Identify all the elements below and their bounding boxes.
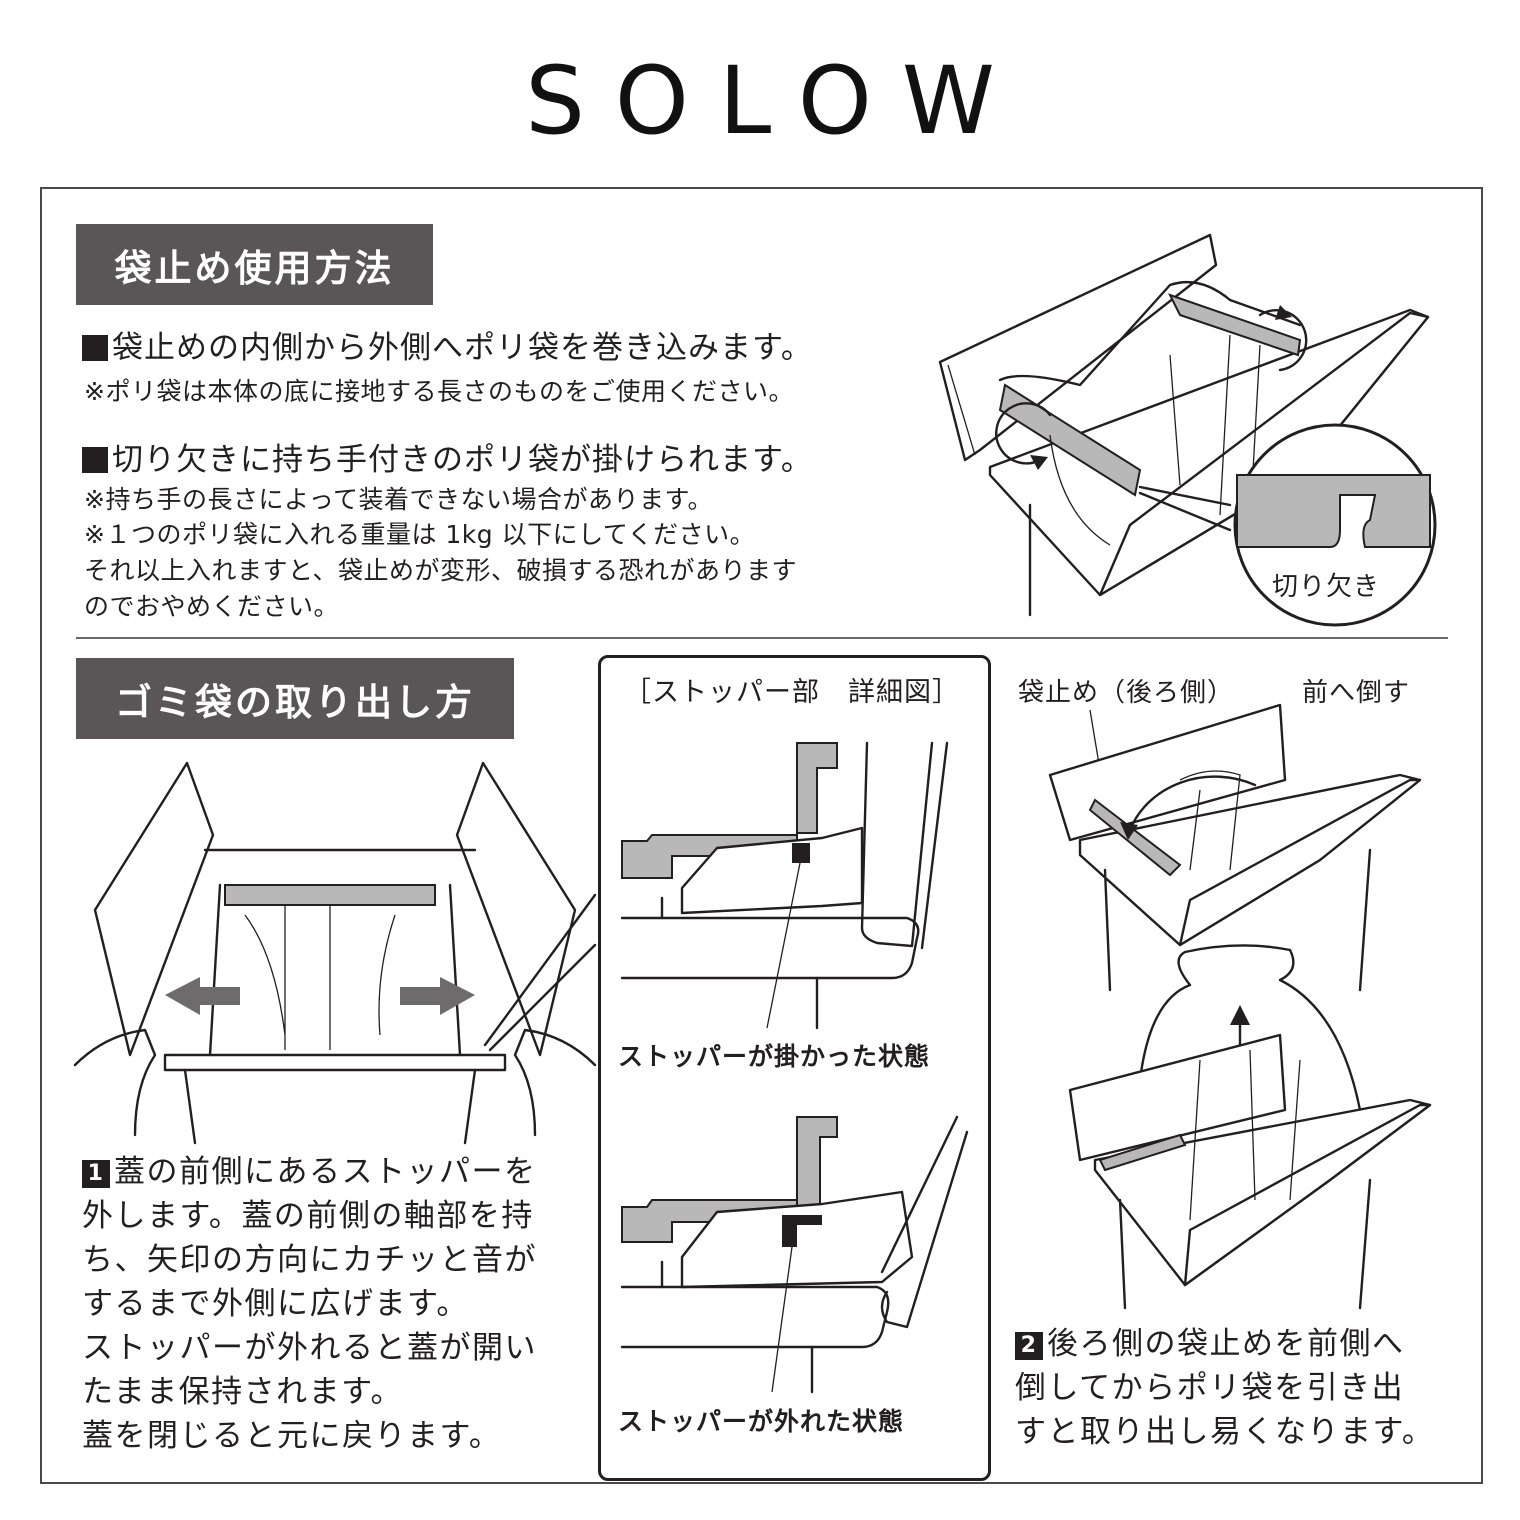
instruction-frame — [40, 187, 1483, 1484]
section-heading-remove-bag: ゴミ袋の取り出し方 — [76, 658, 514, 739]
section-divider — [76, 637, 1448, 639]
bullet-roll-bag: 袋止めの内側から外側へポリ袋を巻き込みます。 — [82, 322, 813, 367]
bullet-text: 切り欠きに持ち手付きのポリ袋が掛けられます。 — [112, 442, 813, 478]
step-line: 外します。蓋の前側の軸部を持 — [82, 1198, 534, 1234]
stopper-detail-title: ［ストッパー部 詳細図］ — [624, 677, 960, 708]
step-line: すと取り出し易くなります。 — [1015, 1414, 1435, 1450]
note-line: ※１つのポリ袋に入れる重量は 1kg 以下にしてください。 — [84, 520, 756, 549]
caption-stopper-released: ストッパーが外れた状態 — [618, 1407, 905, 1436]
bullet-notch-handle: 切り欠きに持ち手付きのポリ袋が掛けられます。 — [82, 434, 813, 479]
step-line: するまで外側に広げます。 — [82, 1286, 469, 1322]
step-line: 蓋を閉じると元に戻ります。 — [82, 1418, 502, 1454]
label-tilt-forward: 前へ倒す — [1302, 678, 1411, 708]
caption-stopper-engaged: ストッパーが掛かった状態 — [618, 1042, 931, 1071]
note-line: ※持ち手の長さによって装着できない場合があります。 — [84, 485, 713, 514]
step-line: 倒してからポリ袋を引き出 — [1015, 1370, 1405, 1406]
bin-bag-removal-illustration — [1048, 703, 1432, 1310]
note-line: それ以上入れますと、袋止めが変形、破損する恐れがあります — [84, 556, 798, 585]
brand-logo: SOLOW — [525, 47, 1025, 156]
step-line: ストッパーが外れると蓋が開い — [82, 1330, 537, 1366]
note-line: のでおやめください。 — [84, 592, 340, 621]
stopper-detail-panel — [598, 655, 991, 1481]
notch-callout-label: 切り欠き — [1272, 572, 1381, 602]
stopper-released-diagram — [620, 1115, 969, 1394]
bin-with-bag-stopper-illustration — [938, 233, 1437, 627]
step-line: たまま保持されます。 — [82, 1374, 403, 1410]
step-line: ち、矢印の方向にカチッと音が — [82, 1242, 537, 1278]
step-line: 後ろ側の袋止めを前側へ — [1047, 1326, 1405, 1362]
square-bullet-icon — [82, 447, 108, 473]
step-line: 蓋の前側にあるストッパーを — [114, 1154, 537, 1190]
step-number-badge: 2 — [1015, 1332, 1043, 1360]
note-bag-length: ※ポリ袋は本体の底に接地する長さのものをご使用ください。 — [84, 377, 794, 406]
bullet-text: 袋止めの内側から外側へポリ袋を巻き込みます。 — [112, 330, 813, 366]
section-heading-bag-stopper-usage: 袋止め使用方法 — [76, 224, 433, 305]
stopper-engaged-diagram — [620, 741, 949, 1030]
label-bag-stopper-rear: 袋止め（後ろ側） — [1018, 678, 1235, 708]
bin-lids-spread-illustration — [73, 761, 597, 1145]
square-bullet-icon — [82, 335, 108, 361]
step-number-badge: 1 — [82, 1160, 110, 1188]
